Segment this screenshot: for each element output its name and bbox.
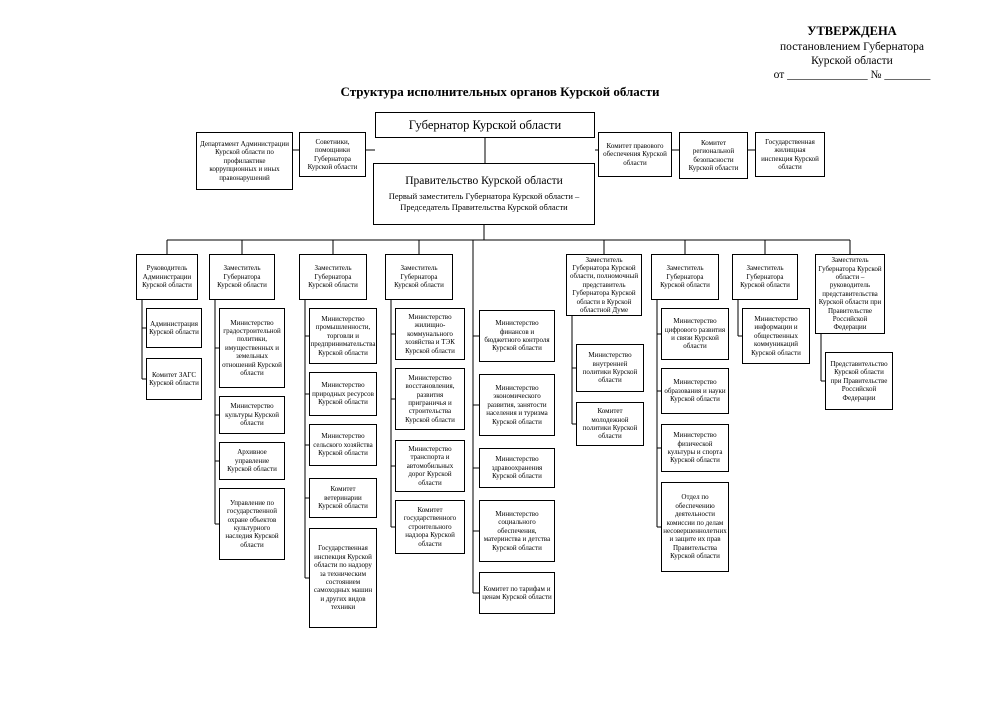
node-deputy-governor-3: Заместитель Губернатора Курской области <box>299 254 367 300</box>
node-deputy-governor-4: Заместитель Губернатора Курской области <box>385 254 453 300</box>
node-archive-administration: Архивное управление Курской области <box>219 442 285 480</box>
node-regional-security-committee: Комитет региональной безопасности Курско… <box>679 132 748 179</box>
node-deputy-governor-7: Заместитель Губернатора Курской области <box>732 254 798 300</box>
node-heritage-protection-administration: Управление по государственной охране объ… <box>219 488 285 560</box>
government-name: Правительство Курской области <box>405 175 563 188</box>
node-ministry-urban-planning: Министерство градостроительной политики,… <box>219 308 285 388</box>
approval-stamp: УТВЕРЖДЕНА постановлением Губернатора Ку… <box>736 24 968 83</box>
node-anticorruption-department: Департамент Администрации Курской област… <box>196 132 293 190</box>
node-ministry-finance: Министерство финансов и бюджетного контр… <box>479 310 555 362</box>
node-representative-office: Представительство Курской области при Пр… <box>825 352 893 410</box>
node-ministry-education: Министерство образования и науки Курской… <box>661 368 729 414</box>
node-ministry-digital-development: Министерство цифрового развития и связи … <box>661 308 729 360</box>
node-government: Правительство Курской области Первый зам… <box>373 163 595 225</box>
approval-line: Курской области <box>811 55 893 67</box>
approval-line-title: УТВЕРЖДЕНА <box>807 24 897 38</box>
node-ministry-natural-resources: Министерство природных ресурсов Курской … <box>309 372 377 416</box>
node-state-housing-inspection: Государственная жилищная инспекция Курск… <box>755 132 825 177</box>
node-governor-advisors: Советники, помощники Губернатора Курской… <box>299 132 366 177</box>
government-chairman-note: Первый заместитель Губернатора Курской о… <box>388 191 580 212</box>
node-ministry-agriculture: Министерство сельского хозяйства Курской… <box>309 424 377 466</box>
node-ministry-transport: Министерство транспорта и автомобильных … <box>395 440 465 492</box>
node-ministry-restoration-construction: Министерство восстановления, развития пр… <box>395 368 465 430</box>
node-ministry-health: Министерство здравоохранения Курской обл… <box>479 448 555 488</box>
approval-line: постановлением Губернатора <box>780 40 924 53</box>
node-ministry-culture: Министерство культуры Курской области <box>219 396 285 434</box>
node-ministry-domestic-policy: Министерство внутренней политики Курской… <box>576 344 644 392</box>
node-veterinary-committee: Комитет ветеринарии Курской области <box>309 478 377 518</box>
node-deputy-governor-duma-representative: Заместитель Губернатора Курской области,… <box>566 254 642 316</box>
node-ministry-information: Министерство информации и общественных к… <box>742 308 810 364</box>
node-ministry-social-welfare: Министерство социального обеспечения, ма… <box>479 500 555 562</box>
node-legal-support-committee: Комитет правового обеспечения Курской об… <box>598 132 672 177</box>
node-tariffs-committee: Комитет по тарифам и ценам Курской облас… <box>479 572 555 614</box>
node-ministry-industry: Министерство промышленности, торговли и … <box>309 308 377 364</box>
node-deputy-governor-6: Заместитель Губернатора Курской области <box>651 254 719 300</box>
node-administration-head: Руководитель Администрации Курской облас… <box>136 254 198 300</box>
approval-line-date-number: от ______________ № ________ <box>773 69 931 82</box>
node-governor: Губернатор Курской области <box>375 112 595 138</box>
page-title: Структура исполнительных органов Курской… <box>340 84 660 99</box>
node-zags-committee: Комитет ЗАГС Курской области <box>146 358 202 400</box>
node-juvenile-commission-department: Отдел по обеспечению деятельности комисс… <box>661 482 729 572</box>
node-ministry-housing-utilities: Министерство жилищно-коммунального хозяй… <box>395 308 465 360</box>
node-selfpropelled-machines-inspection: Государственная инспекция Курской област… <box>309 528 377 628</box>
node-youth-policy-committee: Комитет молодежной политики Курской обла… <box>576 402 644 446</box>
node-ministry-sport: Министерство физической культуры и спорт… <box>661 424 729 472</box>
node-construction-supervision-committee: Комитет государственного строительного н… <box>395 500 465 554</box>
node-administration: Администрация Курской области <box>146 308 202 348</box>
node-ministry-economic-development: Министерство экономического развития, за… <box>479 374 555 436</box>
node-deputy-governor-representative-office-head: Заместитель Губернатора Курской области … <box>815 254 885 334</box>
node-deputy-governor-2: Заместитель Губернатора Курской области <box>209 254 275 300</box>
